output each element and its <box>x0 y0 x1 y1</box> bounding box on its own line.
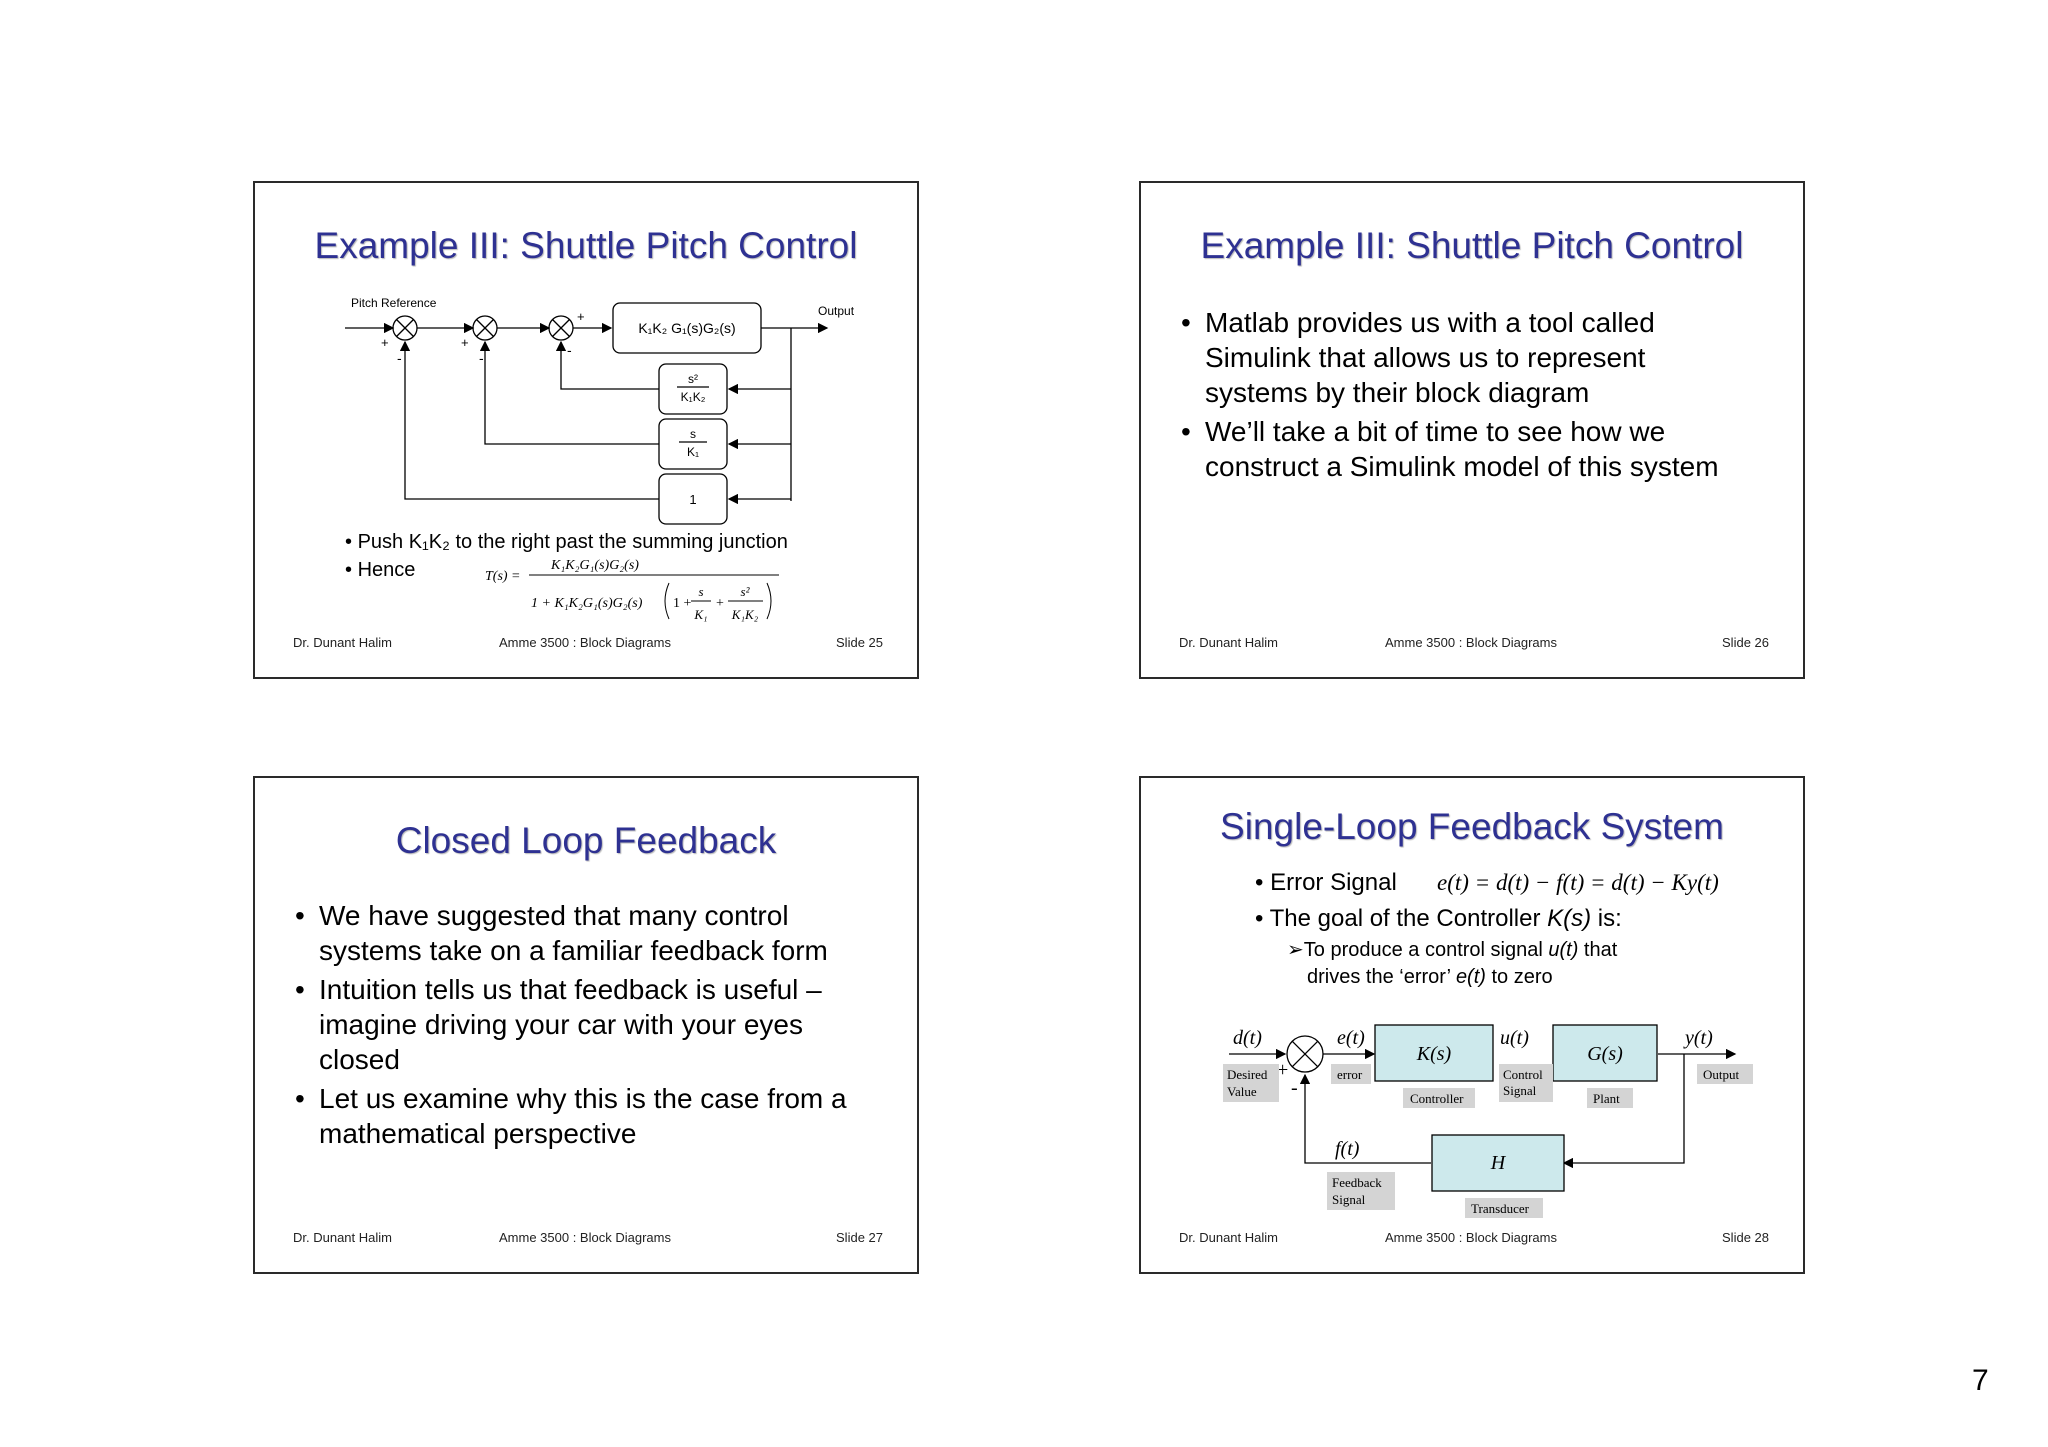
slide-25: Example III: Shuttle Pitch Control <box>253 181 919 679</box>
slide-title: Single-Loop Feedback System <box>1220 806 1724 847</box>
error-signal-bullet: • Error Signal <box>1255 869 1397 896</box>
svg-text:s: s <box>698 584 703 599</box>
sub-bullet-line-1: ➢To produce a control signal u(t) that <box>1287 939 1618 961</box>
slide-title: Example III: Shuttle Pitch Control <box>314 225 858 266</box>
slide-footer: Dr. Dunant Halim Amme 3500 : Block Diagr… <box>1179 635 1769 653</box>
error-equation: e(t) = d(t) − f(t) = d(t) − Ky(t) <box>1437 870 1719 895</box>
f-t-label: f(t) <box>1335 1138 1360 1160</box>
footer-course: Amme 3500 : Block Diagrams <box>1385 635 1557 650</box>
fb1-numerator: s² <box>688 372 698 386</box>
forward-block-text: K₁K₂ G₁(s)G₂(s) <box>638 320 735 336</box>
footer-author: Dr. Dunant Halim <box>1179 635 1278 650</box>
page-number: 7 <box>1972 1364 1989 1397</box>
bullet-item: • We have suggested that many control sy… <box>295 900 828 966</box>
output-label: Output <box>818 304 855 318</box>
plant-block <box>1552 1024 1658 1082</box>
svg-text:K₁: K₁ <box>693 607 707 622</box>
sign-minus: - <box>567 342 572 358</box>
control-signal-label: Control <box>1503 1067 1543 1082</box>
footer-course: Amme 3500 : Block Diagrams <box>499 1230 671 1245</box>
footer-author: Dr. Dunant Halim <box>1179 1230 1278 1245</box>
slide-title: Example III: Shuttle Pitch Control <box>1200 225 1744 266</box>
svg-text:s²: s² <box>741 584 751 599</box>
fb2-denominator: K₁ <box>687 445 699 459</box>
svg-text:T(s) =: T(s) = <box>485 569 521 584</box>
y-t-label: y(t) <box>1683 1027 1713 1049</box>
transfer-function-formula: T(s) = K₁K₂G₁(s)G₂(s) 1 + K₁K₂G₁(s)G₂(s)… <box>485 558 779 622</box>
pitch-reference-label: Pitch Reference <box>351 296 437 310</box>
fb2-numerator: s <box>690 427 696 441</box>
sign-minus: - <box>397 350 402 366</box>
footer-author: Dr. Dunant Halim <box>293 635 392 650</box>
slide-number: Slide 25 <box>836 635 883 650</box>
slide-footer: Dr. Dunant Halim Amme 3500 : Block Diagr… <box>293 1230 883 1248</box>
transducer-block-text: H <box>1490 1152 1507 1174</box>
u-t-label: u(t) <box>1500 1027 1529 1049</box>
bullet-item: • Let us examine why this is the case fr… <box>295 1083 847 1149</box>
sub-bullet-line-2: drives the ‘error’ e(t) to zero <box>1307 966 1553 988</box>
sign-minus: - <box>479 350 484 366</box>
bullet-item: • Matlab provides us with a tool called … <box>1181 307 1655 408</box>
sign-plus: + <box>577 309 585 324</box>
svg-text:K₁K₂: K₁K₂ <box>731 607 759 622</box>
single-loop-feedback-diagram: • Error Signal e(t) = d(t) − f(t) = d(t)… <box>1223 869 1753 1218</box>
slide-27: Closed Loop Feedback • We have suggested… <box>253 776 919 1274</box>
bullet-item: • Intuition tells us that feedback is us… <box>295 974 822 1075</box>
slide-28: Single-Loop Feedback System • Error Sign… <box>1139 776 1805 1274</box>
output-label: Output <box>1703 1067 1740 1082</box>
footer-course: Amme 3500 : Block Diagrams <box>499 635 671 650</box>
plant-block-text: G(s) <box>1587 1043 1623 1065</box>
sign-plus: + <box>1277 1059 1288 1081</box>
bullet-2: • Hence <box>345 559 415 581</box>
svg-text:K₁K₂G₁(s)G₂(s): K₁K₂G₁(s)G₂(s) <box>550 558 639 573</box>
slide-footer: Dr. Dunant Halim Amme 3500 : Block Diagr… <box>293 635 883 653</box>
plant-label: Plant <box>1593 1091 1620 1106</box>
desired-value-label: Value <box>1227 1084 1257 1099</box>
feedback-signal-label: Signal <box>1332 1192 1366 1207</box>
slide-number: Slide 27 <box>836 1230 883 1245</box>
sign-plus: + <box>381 335 389 350</box>
footer-course: Amme 3500 : Block Diagrams <box>1385 1230 1557 1245</box>
bullet-1: • Push K₁K₂ to the right past the summin… <box>345 531 788 553</box>
slide-number: Slide 28 <box>1722 1230 1769 1245</box>
desired-value-label: Desired <box>1227 1067 1268 1082</box>
slide-footer: Dr. Dunant Halim Amme 3500 : Block Diagr… <box>1179 1230 1769 1248</box>
control-signal-label: Signal <box>1503 1083 1537 1098</box>
controller-block <box>1374 1024 1494 1082</box>
goal-bullet: • The goal of the Controller K(s) is: <box>1255 905 1622 932</box>
slide-26: Example III: Shuttle Pitch Control • Mat… <box>1139 181 1805 679</box>
feedback-signal-label: Feedback <box>1332 1175 1382 1190</box>
e-t-label: e(t) <box>1337 1027 1365 1049</box>
controller-block-text: K(s) <box>1416 1043 1452 1065</box>
controller-label: Controller <box>1410 1091 1464 1106</box>
fb3-text: 1 <box>689 492 696 507</box>
svg-text:1 +: 1 + <box>673 596 692 611</box>
slide-number: Slide 26 <box>1722 635 1769 650</box>
footer-author: Dr. Dunant Halim <box>293 1230 392 1245</box>
transducer-label: Transducer <box>1471 1201 1530 1216</box>
pitch-control-block-diagram: Pitch Reference Output K₁K₂ G₁(s)G₂(s) s… <box>345 296 855 622</box>
bullet-list: • Matlab provides us with a tool called … <box>1177 305 1719 484</box>
bullet-item: • We’ll take a bit of time to see how we… <box>1181 416 1719 482</box>
svg-text:1 + K₁K₂G₁(s)G₂(s): 1 + K₁K₂G₁(s)G₂(s) <box>531 596 643 611</box>
svg-text:+: + <box>716 596 724 611</box>
bullet-list: • We have suggested that many control sy… <box>291 898 847 1151</box>
slide-title: Closed Loop Feedback <box>395 820 777 861</box>
transducer-block <box>1431 1134 1565 1192</box>
sign-minus: - <box>1291 1077 1298 1099</box>
sign-plus: + <box>461 335 469 350</box>
error-label: error <box>1337 1067 1363 1082</box>
d-t-label: d(t) <box>1233 1027 1262 1049</box>
fb1-denominator: K₁K₂ <box>681 390 706 404</box>
